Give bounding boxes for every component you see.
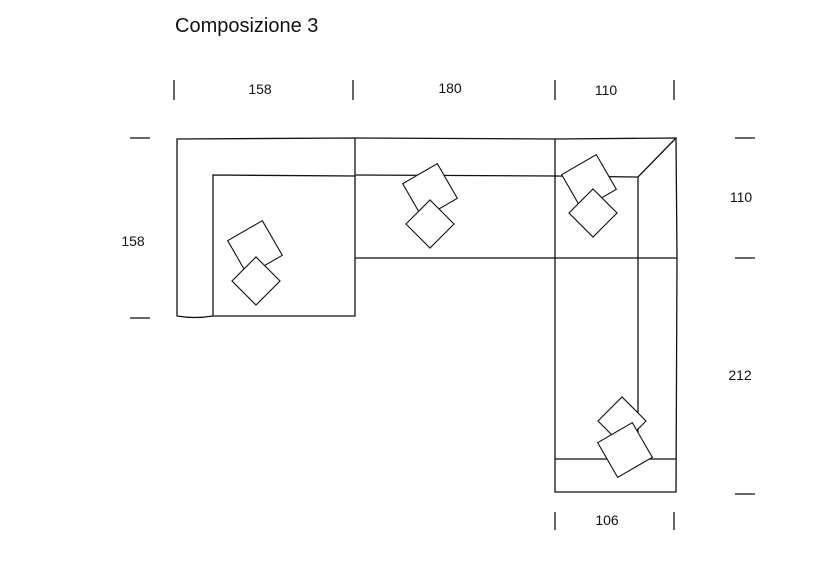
dimension-right-top: 110 [729, 189, 753, 205]
pillows [226, 153, 654, 479]
diagram-title: Composizione 3 [175, 15, 319, 37]
dimension-bottom: 106 [595, 512, 619, 528]
corner-module-left [176, 137, 356, 319]
dimension-top-left: 158 [248, 81, 272, 97]
dimension-top-right: 110 [594, 82, 618, 98]
dimension-ticks [130, 80, 755, 530]
dimension-top-center: 180 [438, 80, 462, 96]
central-module [354, 137, 556, 259]
dimension-right-bottom: 212 [728, 367, 752, 383]
dimension-left: 158 [121, 233, 145, 249]
